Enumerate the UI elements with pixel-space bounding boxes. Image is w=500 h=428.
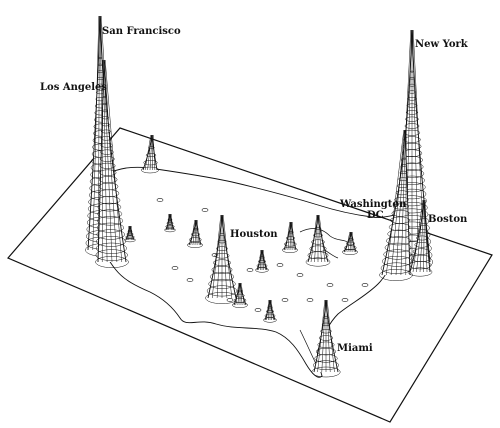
label-new-york: New York: [415, 39, 469, 50]
label-dc: DC: [367, 210, 384, 221]
label-san-francisco: San Francisco: [102, 26, 181, 37]
label-houston: Houston: [230, 229, 278, 240]
label-boston: Boston: [428, 214, 468, 225]
label-los-angeles: Los Angeles: [40, 82, 107, 93]
label-miami: Miami: [337, 343, 373, 354]
label-washington: Washington: [339, 199, 407, 210]
